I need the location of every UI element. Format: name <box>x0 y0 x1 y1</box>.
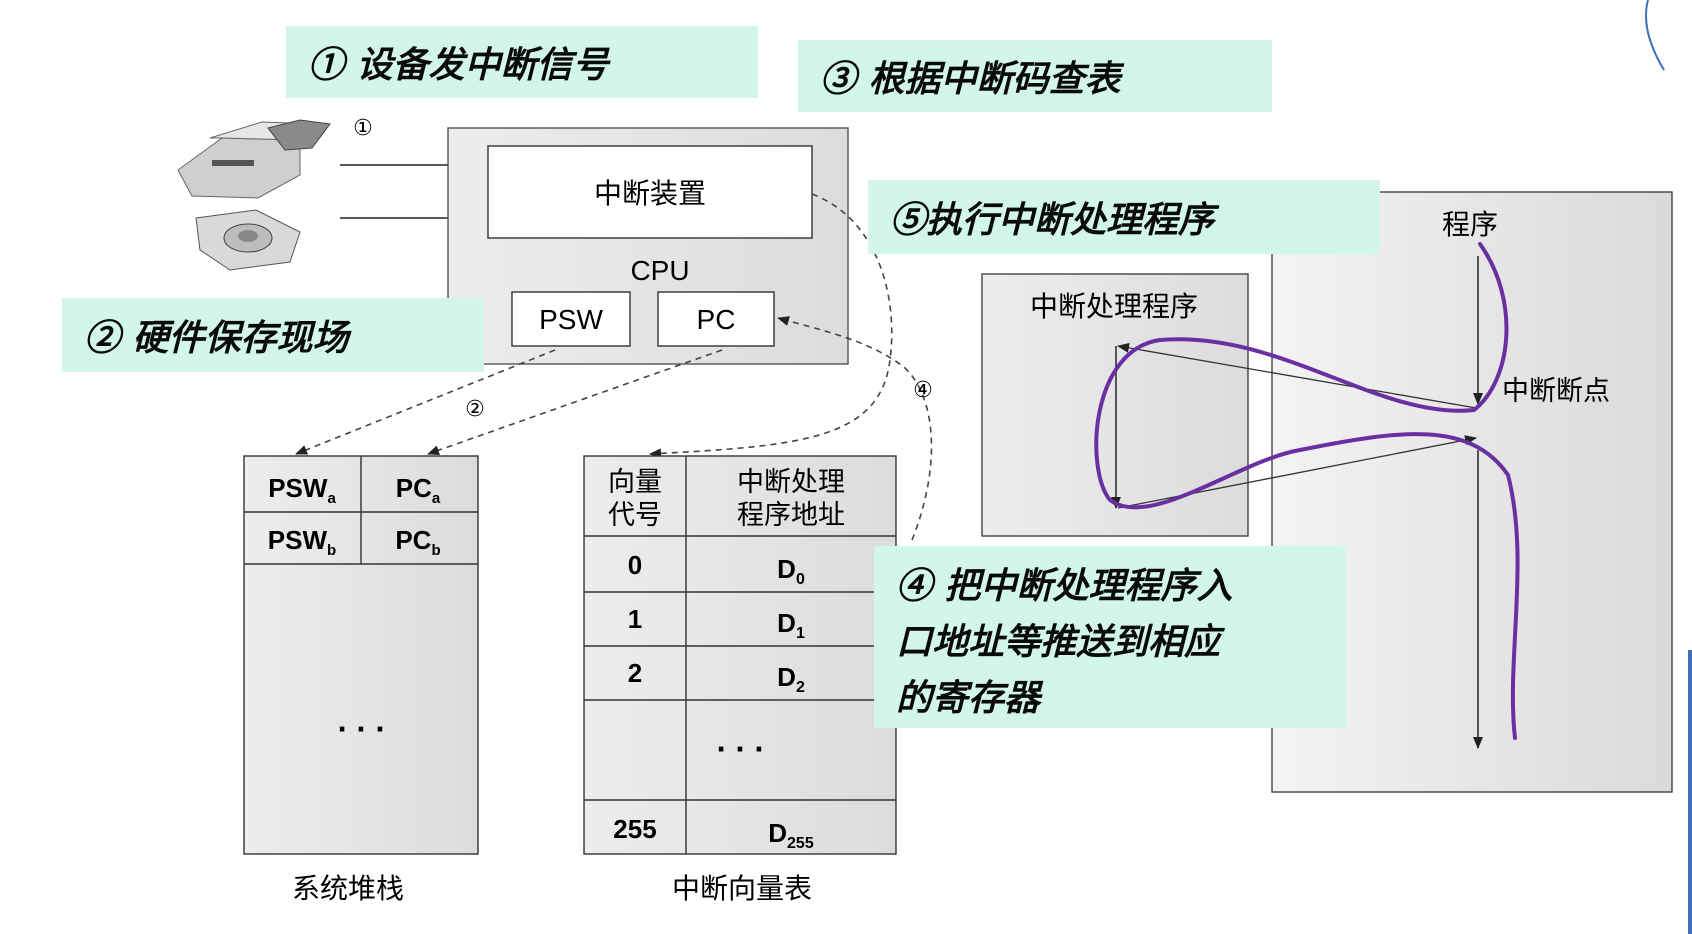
callout-step4-line3: 的寄存器 <box>896 677 1041 719</box>
vector-ellipsis: · · · <box>716 735 764 765</box>
vector-code-255: 255 <box>613 814 656 844</box>
jump-to-handler-arrow <box>1117 342 1477 409</box>
callout-step3: ③ 根据中断码查表 <box>798 40 1272 112</box>
load-pc-arrow <box>777 316 933 541</box>
marker-1: ① <box>353 116 373 141</box>
callout-step4: ④ 把中断处理程序入 口地址等推送到相应 的寄存器 <box>874 546 1346 728</box>
stack-psw-b: PSWb <box>268 525 336 559</box>
interrupt-device-box <box>487 145 813 239</box>
header-col1-line2: 代号 <box>608 500 662 531</box>
vector-addr-255: D255 <box>768 818 814 852</box>
header-col1-line1: 向量 <box>608 467 662 498</box>
vector-code-1: 1 <box>628 604 642 634</box>
disk-drive-icon <box>177 119 331 199</box>
header-col2-line1: 中断处理 <box>737 467 845 498</box>
handler-box <box>981 273 1249 537</box>
header-col2-line2: 程序地址 <box>737 500 845 531</box>
psw-label: PSW <box>539 304 603 335</box>
breakpoint-label: 中断断点 <box>1502 376 1610 407</box>
stack-pc-b: PCb <box>395 525 440 559</box>
vector-addr-0: D0 <box>777 554 805 588</box>
marker-2: ② <box>465 397 485 422</box>
slide-edge-decoration <box>1645 0 1665 71</box>
vector-addr-1: D1 <box>777 608 805 642</box>
pc-register <box>657 291 775 347</box>
interrupt-device-label: 中断装置 <box>594 177 706 210</box>
stack-ellipsis: · · · <box>337 715 385 745</box>
stack-pc-a: PCa <box>396 473 441 507</box>
lookup-table-arrow <box>649 193 893 459</box>
callout-step4-line1: ④ 把中断处理程序入 <box>896 565 1233 607</box>
callout-step1: ① 设备发中断信号 <box>286 26 758 98</box>
vector-addr-2: D2 <box>777 662 805 696</box>
callout-step5: ⑤执行中断处理程序 <box>868 180 1380 254</box>
vector-table <box>583 455 897 855</box>
vector-code-0: 0 <box>628 550 642 580</box>
program-label: 程序 <box>1442 208 1498 241</box>
callout-step2: ② 硬件保存现场 <box>62 298 484 372</box>
stack-caption: 系统堆栈 <box>292 872 404 905</box>
stack-psw-a: PSWa <box>268 473 336 507</box>
save-pc-arrow <box>427 349 723 456</box>
marker-4: ④ <box>913 378 933 403</box>
callout-step4-line2: 口地址等推送到相应 <box>896 621 1221 663</box>
execution-flow-curve <box>1094 242 1520 740</box>
vector-code-2: 2 <box>628 658 642 688</box>
pc-label: PC <box>697 304 736 335</box>
floppy-disk-icon <box>195 209 301 271</box>
psw-register <box>511 291 631 347</box>
cpu-label: CPU <box>630 255 689 286</box>
save-psw-arrow <box>295 349 556 455</box>
handler-label: 中断处理程序 <box>1030 290 1198 323</box>
slide-edge-bar <box>1688 650 1692 934</box>
vector-table-caption: 中断向量表 <box>672 872 812 905</box>
